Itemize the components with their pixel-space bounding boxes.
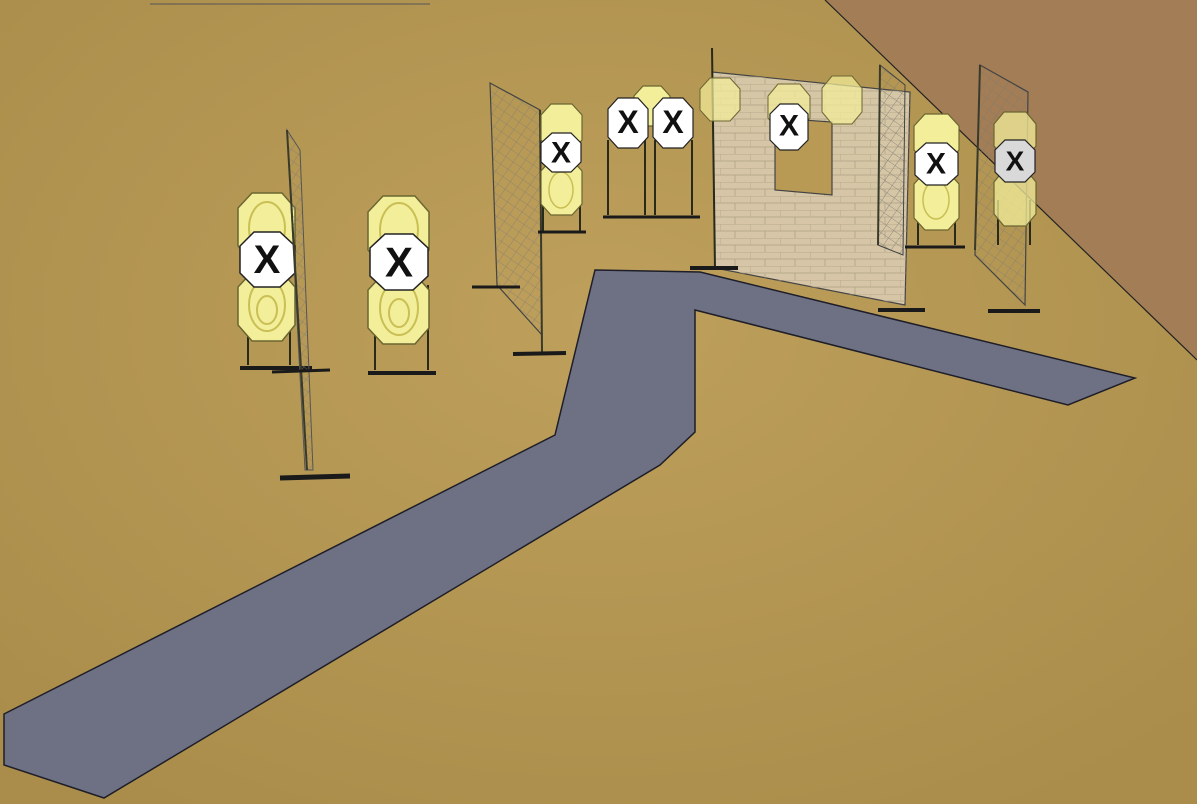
no-shoot-mark: X	[1006, 146, 1025, 177]
no-shoot-mark: X	[551, 137, 571, 170]
paper-target	[822, 76, 862, 124]
no-shoot-mark: X	[926, 148, 946, 181]
no-shoot-mark: X	[779, 110, 799, 143]
mesh-panel-right-1	[878, 65, 905, 255]
no-shoot-mark: X	[617, 104, 639, 140]
no-shoot-mark: X	[254, 238, 281, 282]
no-shoot-mark: X	[385, 239, 413, 286]
paper-target	[700, 78, 740, 121]
no-shoot-mark: X	[662, 104, 684, 140]
